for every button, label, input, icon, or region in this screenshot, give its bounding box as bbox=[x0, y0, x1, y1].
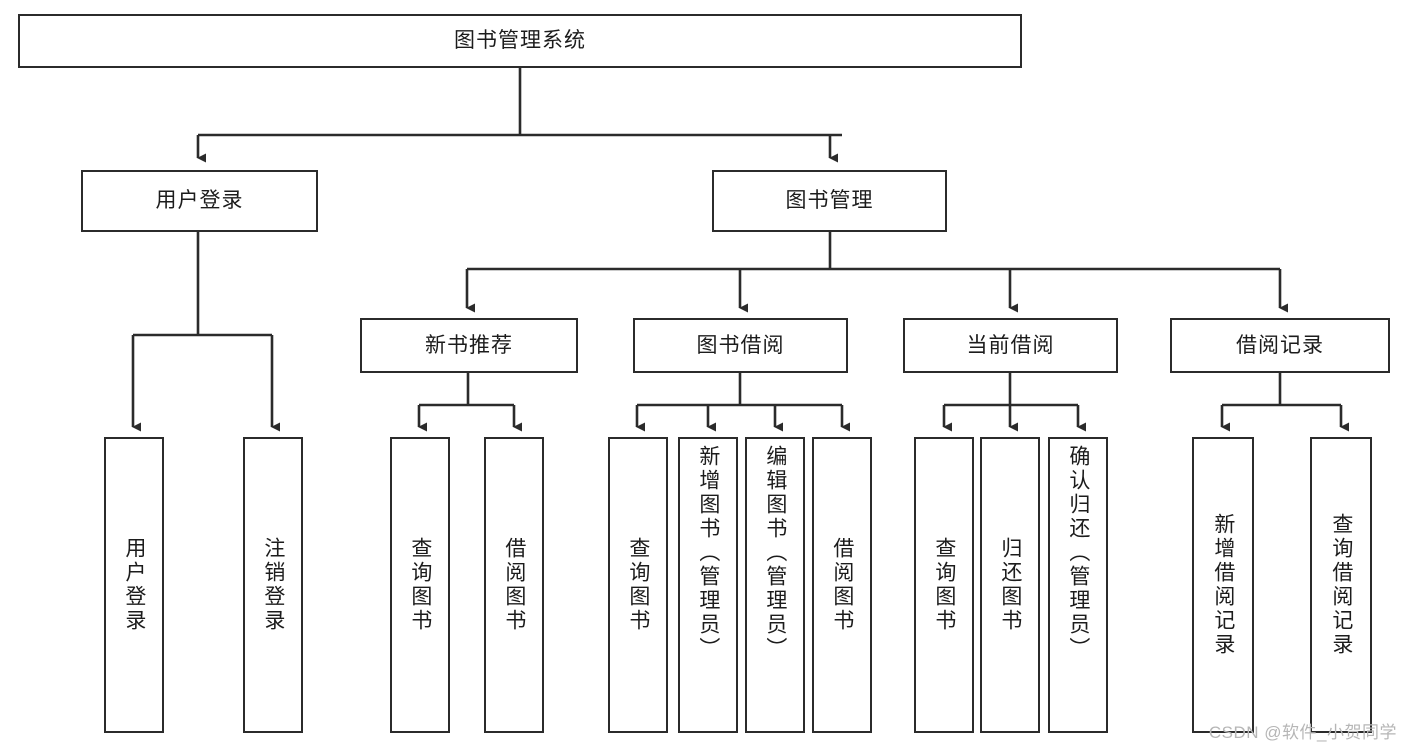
node-label: 借阅图书 bbox=[502, 537, 526, 633]
node-label: 图书借阅 bbox=[696, 333, 785, 357]
node-leaf-logout[interactable]: 注销登录 bbox=[243, 437, 303, 733]
node-label: 确认归还（管理员） bbox=[1066, 445, 1090, 661]
node-leaf-borrow-book-recommend[interactable]: 借阅图书 bbox=[484, 437, 544, 733]
node-label: 当前借阅 bbox=[966, 333, 1055, 357]
node-label: 编辑图书（管理员） bbox=[763, 445, 787, 661]
node-label: 用户登录 bbox=[155, 189, 244, 213]
node-leaf-edit-book-admin[interactable]: 编辑图书（管理员） bbox=[745, 437, 805, 733]
node-label: 查询借阅记录 bbox=[1329, 513, 1353, 657]
node-leaf-add-book-admin[interactable]: 新增图书（管理员） bbox=[678, 437, 738, 733]
node-label: 借阅图书 bbox=[830, 537, 854, 633]
node-label: 注销登录 bbox=[261, 537, 285, 633]
node-book-management[interactable]: 图书管理 bbox=[712, 170, 947, 232]
node-leaf-query-borrow-record[interactable]: 查询借阅记录 bbox=[1310, 437, 1372, 733]
node-label: 图书管理 bbox=[785, 189, 874, 213]
node-leaf-user-login[interactable]: 用户登录 bbox=[104, 437, 164, 733]
watermark-text: CSDN @软件_小贺同学 bbox=[1208, 723, 1397, 742]
node-leaf-add-borrow-record[interactable]: 新增借阅记录 bbox=[1192, 437, 1254, 733]
node-new-book-recommend[interactable]: 新书推荐 bbox=[360, 318, 578, 373]
node-root-book-management-system[interactable]: 图书管理系统 bbox=[18, 14, 1022, 68]
node-borrow-record[interactable]: 借阅记录 bbox=[1170, 318, 1390, 373]
node-leaf-query-book-recommend[interactable]: 查询图书 bbox=[390, 437, 450, 733]
node-label: 查询图书 bbox=[932, 537, 956, 633]
node-label: 查询图书 bbox=[626, 537, 650, 633]
node-book-borrow[interactable]: 图书借阅 bbox=[633, 318, 848, 373]
node-leaf-confirm-return-admin[interactable]: 确认归还（管理员） bbox=[1048, 437, 1108, 733]
node-label: 新增借阅记录 bbox=[1211, 513, 1235, 657]
node-label: 借阅记录 bbox=[1236, 333, 1324, 357]
node-label: 图书管理系统 bbox=[454, 29, 586, 53]
node-label: 用户登录 bbox=[122, 537, 146, 633]
node-leaf-borrow-book[interactable]: 借阅图书 bbox=[812, 437, 872, 733]
node-label: 查询图书 bbox=[408, 537, 432, 633]
node-label: 新增图书（管理员） bbox=[696, 445, 720, 661]
node-leaf-return-book[interactable]: 归还图书 bbox=[980, 437, 1040, 733]
node-label: 归还图书 bbox=[998, 537, 1022, 633]
node-leaf-query-book-borrow[interactable]: 查询图书 bbox=[608, 437, 668, 733]
node-user-login[interactable]: 用户登录 bbox=[81, 170, 318, 232]
node-label: 新书推荐 bbox=[425, 333, 513, 357]
node-current-borrow[interactable]: 当前借阅 bbox=[903, 318, 1118, 373]
node-leaf-query-book-current[interactable]: 查询图书 bbox=[914, 437, 974, 733]
